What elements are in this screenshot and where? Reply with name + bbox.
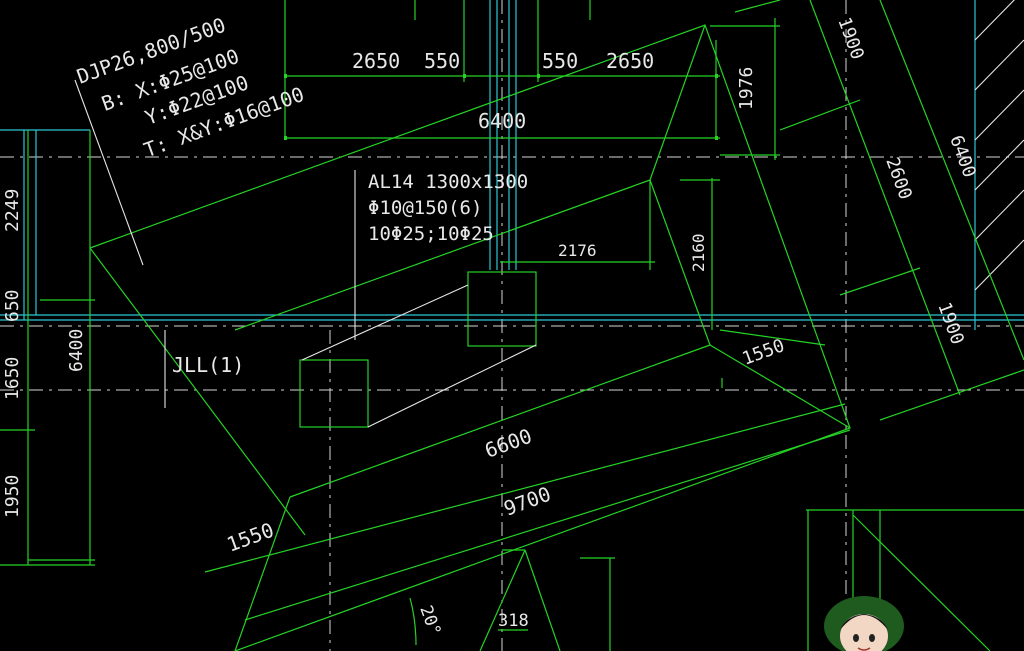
dimension-ticks [284,74,718,140]
dim-1976: 1976 [736,67,757,110]
dim-1950: 1950 [2,475,23,518]
dim-6600: 6600 [482,424,535,463]
dim-9700: 9700 [501,482,554,521]
dim-318: 318 [498,611,529,631]
al-label-line2: Φ10@150(6) [368,197,482,219]
top-dimension-texts: 2650 550 550 2650 6400 [352,49,654,133]
al-annotation: AL14 1300x1300 Φ10@150(6) 10Φ25;10Φ25 [368,171,528,245]
avatar-sticker [824,596,904,651]
column-square-bottom [299,359,369,428]
dim-1650: 1650 [2,357,23,400]
dim-1900-top: 1900 [833,15,868,63]
right-dimension-lines [500,0,1024,421]
left-dimension-texts: 2249 650 6400 1650 1950 [2,189,87,518]
dim-6400-left: 6400 [66,329,87,372]
dim-6400-top: 6400 [478,109,526,133]
dim-1900-bottom: 1900 [933,300,968,348]
dim-650: 650 [2,289,23,322]
dim-550-right: 550 [542,49,578,73]
white-leader-lines [74,79,537,428]
column-square-top [467,271,537,347]
djp-annotation: DJP26,800/500 B: X:Φ25@100 Y:Φ22@100 T: … [74,13,308,163]
dim-1550-bottom: 1550 [224,518,277,557]
dim-2600: 2600 [881,155,916,203]
rotated-footing-outline [89,24,851,651]
al-label-line1: AL14 1300x1300 [368,171,528,193]
left-dimension-lines [0,130,95,566]
dim-550-left: 550 [424,49,460,73]
dim-2176: 2176 [558,241,597,260]
cyan-beam-lines [0,0,1024,330]
dim-2650-right: 2650 [606,49,654,73]
al-label-line3: 10Φ25;10Φ25 [368,223,494,245]
hatch-wall-right [974,0,1024,291]
dim-2160: 2160 [689,233,708,272]
angle-20: 20° [415,603,444,639]
jll-label: JLL(1) [172,353,244,377]
dim-1550-right: 1550 [740,335,788,370]
dim-2650-left: 2650 [352,49,400,73]
dim-2249: 2249 [2,189,23,232]
bottom-dimension-texts: 6600 9700 1550 318 20° [224,424,554,639]
